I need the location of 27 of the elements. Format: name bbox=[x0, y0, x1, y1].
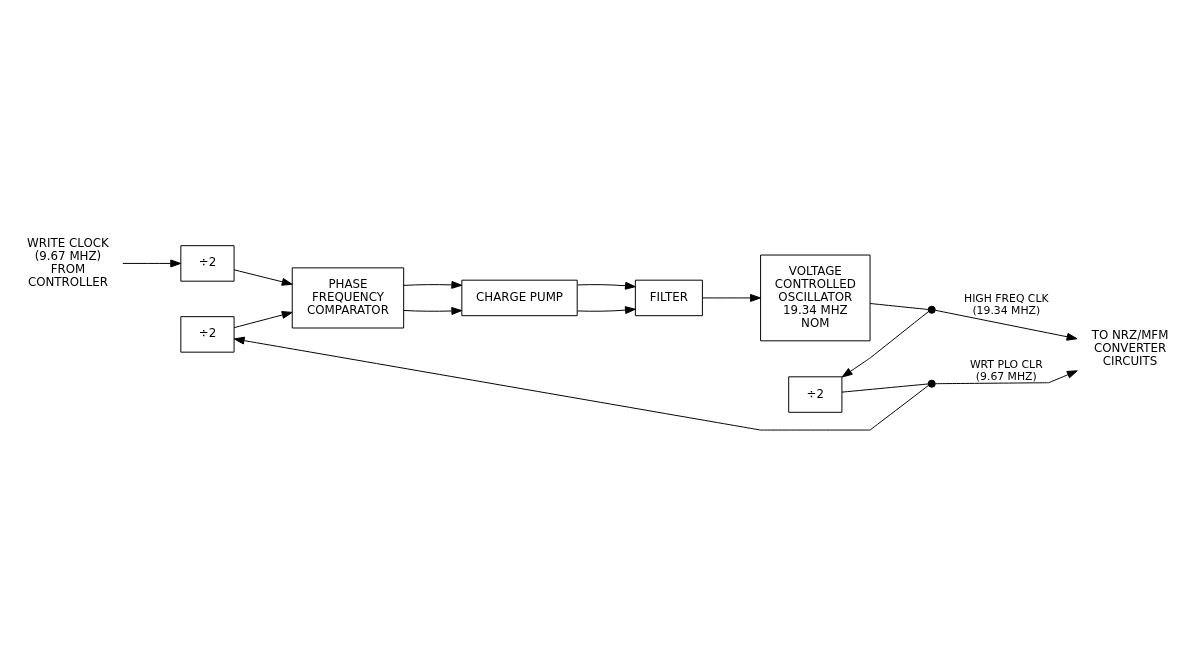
arrow bbox=[935, 309, 1078, 341]
node-box: ÷2 bbox=[788, 375, 843, 413]
arrow bbox=[403, 306, 463, 315]
arrow bbox=[122, 258, 182, 267]
node-box: PHASE FREQUENCY COMPARATOR bbox=[291, 266, 405, 328]
arrow bbox=[577, 281, 636, 290]
node-box: FILTER bbox=[634, 279, 703, 316]
node-box: CHARGE PUMP bbox=[461, 279, 578, 316]
arrow bbox=[702, 293, 761, 302]
arrow bbox=[233, 310, 293, 328]
node-box: ÷2 bbox=[180, 244, 235, 282]
edge-label: HIGH FREQ CLK (19.34 MHZ) bbox=[964, 291, 1049, 317]
connector bbox=[869, 302, 929, 310]
edge-label: WRT PLO CLR (9.67 MHZ) bbox=[969, 357, 1043, 383]
arrow bbox=[233, 268, 293, 286]
node-circle bbox=[927, 305, 936, 314]
arrow bbox=[403, 280, 463, 289]
connector bbox=[841, 382, 929, 393]
node-circle bbox=[927, 379, 936, 388]
arrow bbox=[935, 369, 1078, 384]
arrow bbox=[841, 310, 929, 377]
node-text: TO NRZ/MFM CONVERTER CIRCUITS bbox=[1091, 327, 1169, 368]
node-text: WRITE CLOCK (9.67 MHZ) FROM CONTROLLER bbox=[27, 235, 109, 289]
arrow bbox=[577, 305, 636, 314]
node-box: ÷2 bbox=[180, 315, 235, 353]
arrow bbox=[233, 336, 929, 431]
node-box: VOLTAGE CONTROLLED OSCILLATOR 19.34 MHZ NOM bbox=[760, 254, 871, 341]
